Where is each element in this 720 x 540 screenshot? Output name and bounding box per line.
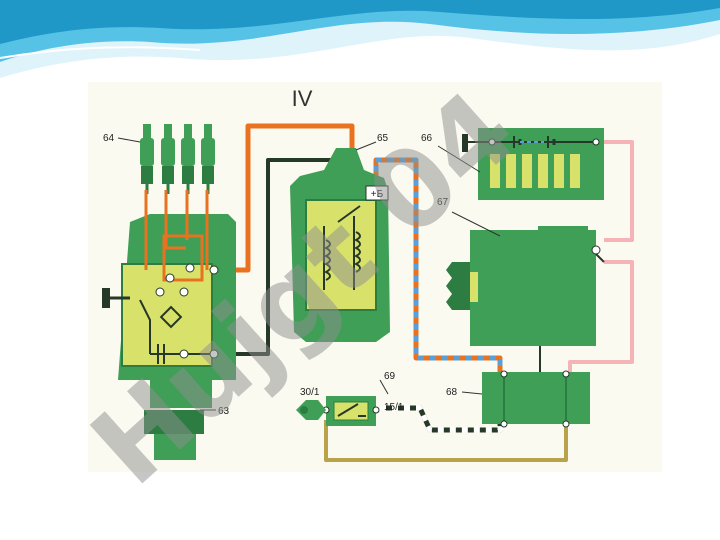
label-64: 64: [103, 133, 115, 144]
label-69: 69: [384, 371, 396, 382]
label-67: 67: [437, 197, 449, 208]
leader-line: [117, 137, 141, 143]
spark-plugs: [117, 124, 215, 194]
label-30-1: 30/1: [300, 387, 320, 398]
coil-terminal-label: +Б: [371, 189, 384, 200]
label-15-1: 15/1: [384, 402, 404, 413]
leader-line: [437, 145, 481, 173]
leader-line: [461, 391, 483, 395]
ignition-coil-icon: +Б: [290, 141, 390, 342]
battery-icon: [437, 128, 604, 200]
leader-line: [355, 141, 377, 151]
spark-plug-icon: [201, 124, 215, 194]
leader-line: [379, 379, 389, 395]
ignition-key-icon: [296, 379, 389, 426]
label-68: 68: [446, 387, 458, 398]
label-65: 65: [377, 133, 389, 144]
leader-line: [451, 211, 501, 237]
label-63: 63: [218, 406, 230, 417]
label-66: 66: [421, 133, 433, 144]
relay-icon: [461, 370, 590, 428]
header-waves: [0, 0, 720, 78]
spark-plug-icon: [161, 124, 175, 194]
spark-plug-icon: [181, 124, 195, 194]
diagram-title: IV: [292, 86, 313, 111]
generator-icon: [446, 211, 605, 346]
distributor-icon: [102, 190, 236, 460]
